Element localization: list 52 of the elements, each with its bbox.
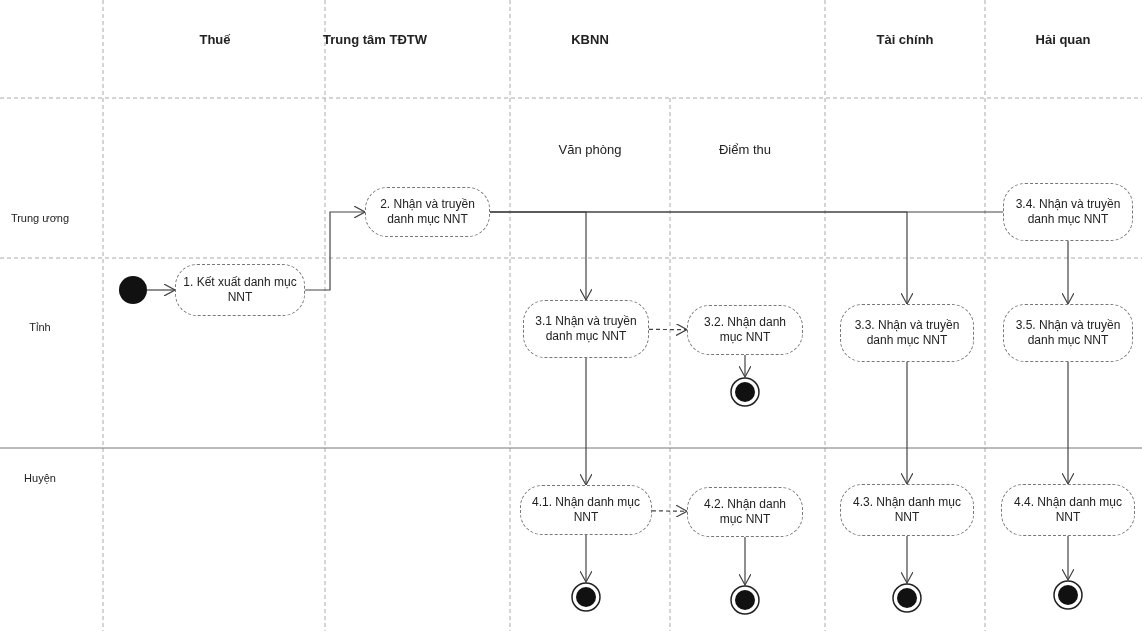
sub-lane-header: Điểm thu — [719, 142, 771, 157]
connector-line — [489, 211, 1004, 213]
activity-box — [1003, 183, 1133, 241]
activity-box — [687, 487, 803, 537]
activity-label: 4.2. Nhận danh mục NNT — [702, 497, 788, 527]
final-node — [571, 582, 601, 612]
activity-label: 2. Nhận và truyền danh mục NNT — [379, 197, 476, 227]
arrow — [648, 322, 688, 337]
activity-label: 4.3. Nhận danh mục NNT — [851, 495, 963, 525]
arrow — [651, 504, 688, 518]
activity-box — [1003, 304, 1133, 362]
activity-box — [1001, 484, 1135, 536]
activity-box — [523, 300, 649, 358]
lane-header: KBNN — [571, 32, 609, 47]
final-node — [1053, 580, 1083, 610]
final-node — [730, 377, 760, 407]
activity-label: 4.4. Nhận danh mục NNT — [1012, 495, 1124, 525]
row-header: Huyện — [24, 472, 56, 484]
activity-label: 3.1 Nhận và truyền danh mục NNT — [534, 314, 638, 344]
arrow — [304, 205, 366, 291]
arrow — [1061, 361, 1075, 485]
activity-label: 3.5. Nhận và truyền danh mục NNT — [1014, 318, 1122, 348]
row-header: Tỉnh — [29, 321, 51, 333]
activity-box — [840, 304, 974, 362]
arrow — [146, 283, 176, 297]
sub-lane-header: Văn phòng — [558, 142, 622, 157]
arrow — [579, 357, 593, 486]
activity-label: 3.2. Nhận danh mục NNT — [702, 315, 788, 345]
arrow — [738, 354, 752, 378]
activity-label: 3.3. Nhận và truyền danh mục NNT — [853, 318, 961, 348]
arrow — [579, 534, 593, 583]
arrow — [900, 535, 914, 584]
activity-label: 3.4. Nhận và truyền danh mục NNT — [1014, 197, 1122, 227]
arrow — [1061, 535, 1075, 581]
arrow — [1061, 240, 1075, 305]
arrow — [900, 361, 914, 485]
lane-header: Hải quan — [1035, 32, 1091, 47]
initial-node — [119, 276, 147, 304]
activity-label: 4.1. Nhận danh mục NNT — [530, 495, 642, 525]
activity-box — [365, 187, 490, 237]
activity-box — [687, 305, 803, 355]
activity-box — [520, 485, 652, 535]
row-header: Trung ương — [10, 212, 70, 224]
lane-header: Tài chính — [876, 32, 934, 47]
activity-box — [175, 264, 305, 316]
lane-header: Trung tâm TĐTW — [323, 32, 427, 47]
lane-header: Thuế — [199, 32, 231, 47]
final-node — [892, 583, 922, 613]
activity-box — [840, 484, 974, 536]
final-node — [730, 585, 760, 615]
activity-label: 1. Kết xuất danh mục NNT — [182, 275, 298, 305]
arrow — [738, 536, 752, 586]
